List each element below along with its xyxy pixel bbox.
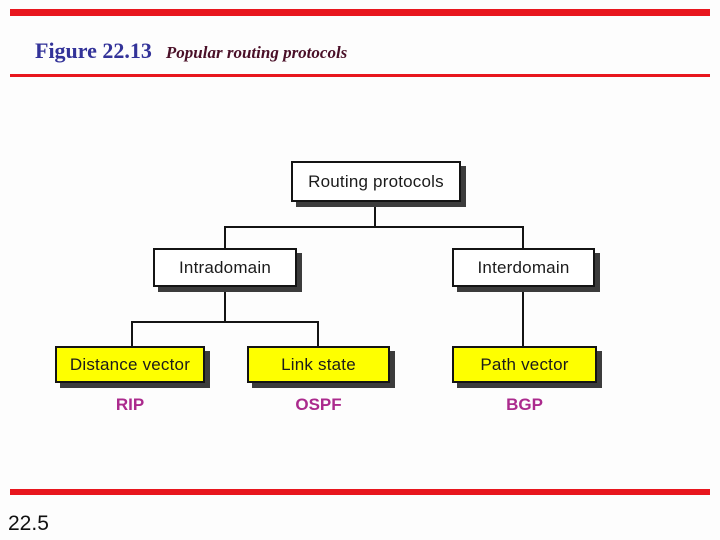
- page-number: 22.5: [8, 512, 49, 535]
- node-distance-vector: Distance vector: [55, 346, 205, 383]
- header-rule: [10, 74, 710, 77]
- protocol-label-ospf: OSPF: [295, 395, 342, 414]
- connector-level2-horizontal: [224, 226, 524, 228]
- protocol-label-rip: RIP: [115, 395, 145, 414]
- figure-label: Figure 22.13: [35, 38, 152, 63]
- connector-path-vector-drop: [522, 287, 524, 346]
- node-routing-protocols: Routing protocols: [291, 161, 461, 202]
- node-interdomain-label: Interdomain: [477, 257, 570, 277]
- node-routing-protocols-label: Routing protocols: [308, 171, 444, 191]
- bottom-red-bar: [10, 489, 710, 495]
- node-link-state: Link state: [247, 346, 390, 383]
- connector-link-state-drop: [317, 321, 319, 346]
- node-path-vector-label: Path vector: [480, 354, 569, 374]
- protocol-label-bgp: BGP: [506, 395, 543, 414]
- node-interdomain: Interdomain: [452, 248, 595, 287]
- node-path-vector: Path vector: [452, 346, 597, 383]
- node-intradomain-label: Intradomain: [179, 257, 271, 277]
- node-link-state-label: Link state: [281, 354, 356, 374]
- slide-header: Figure 22.13 Popular routing protocols: [35, 38, 675, 68]
- connector-root-drop: [374, 202, 376, 228]
- connector-intradomain-drop: [224, 226, 226, 248]
- connector-level3-horizontal: [131, 321, 319, 323]
- node-distance-vector-label: Distance vector: [69, 354, 191, 374]
- node-intradomain: Intradomain: [153, 248, 297, 287]
- connector-intradomain-stem: [224, 287, 226, 323]
- connector-distance-vector-drop: [131, 321, 133, 346]
- top-red-bar: [10, 9, 710, 16]
- connector-interdomain-drop: [522, 226, 524, 248]
- figure-caption: Popular routing protocols: [165, 43, 348, 62]
